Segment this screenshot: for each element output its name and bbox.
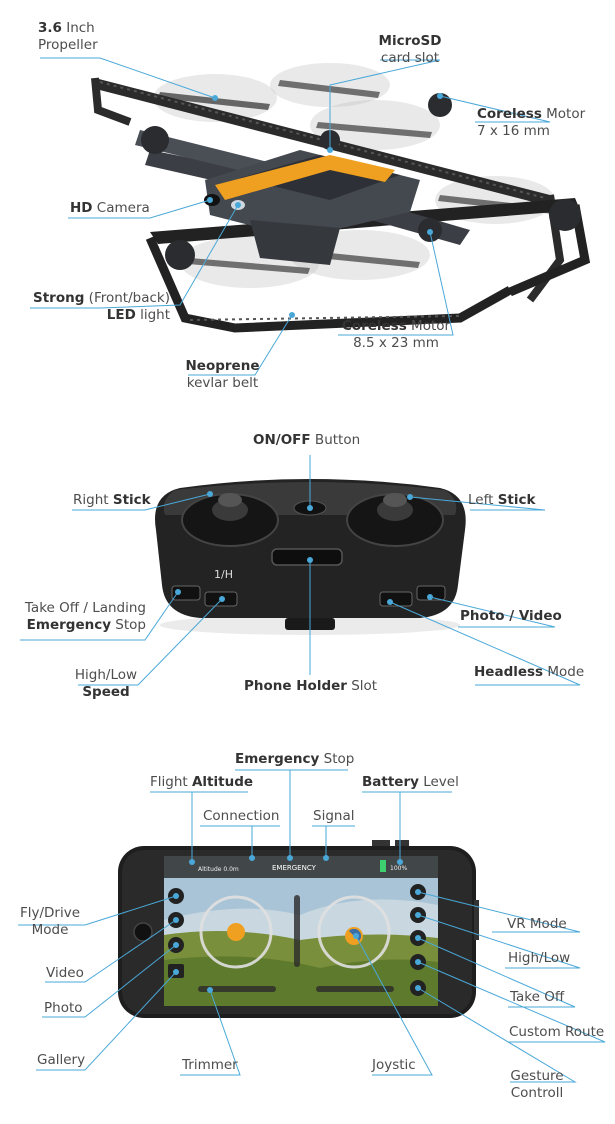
label-trimmer: Trimmer [182, 1057, 238, 1073]
callout-lines [18, 57, 606, 1083]
label-led: Strong (Front/back) LED light [33, 290, 170, 323]
screen-emergency-text: EMERGENCY [272, 864, 317, 872]
label-emergency-stop: Emergency Stop [235, 751, 355, 767]
screen-altitude-text: Altitude 0.0m [198, 866, 239, 873]
label-video: Video [46, 965, 84, 981]
label-battery-level: Battery Level [362, 774, 459, 790]
label-takeoff-emergency: Take Off / Landing Emergency Stop [24, 600, 146, 633]
label-vr-mode: VR Mode [507, 916, 567, 932]
label-headless-mode: Headless Mode [474, 664, 585, 680]
label-photo: Photo [44, 1000, 83, 1016]
label-joystic: Joystic [372, 1057, 416, 1073]
label-flight-altitude: Flight Altitude [150, 774, 254, 790]
drone-illustration [91, 63, 591, 333]
label-left-stick: Left Stick [468, 492, 536, 508]
label-motor-top: Coreless Motor 7 x 16 mm [477, 106, 586, 139]
label-take-off: Take Off [510, 989, 565, 1005]
callout-dots [173, 93, 443, 993]
label-app-high-low: High/Low [508, 950, 571, 966]
label-onoff-button: ON/OFF Button [253, 432, 361, 448]
remote-mark-1h: 1/H [214, 568, 233, 581]
label-signal: Signal [313, 808, 355, 824]
label-propeller: 3.6 Inch Propeller [38, 20, 98, 53]
label-gallery: Gallery [37, 1052, 86, 1068]
label-custom-route: Custom Route [509, 1024, 605, 1040]
label-phone-holder: Phone Holder Slot [244, 678, 378, 694]
label-motor-bottom: Coreless Motor 8.5 x 23 mm [341, 318, 451, 351]
label-connection: Connection [203, 808, 280, 824]
phone-illustration [118, 840, 479, 1018]
label-right-stick: Right Stick [73, 492, 151, 508]
label-hd-camera: HD Camera [70, 200, 150, 216]
screen-battery-text: 100% [390, 865, 407, 872]
label-photo-video: Photo / Video [460, 608, 562, 624]
